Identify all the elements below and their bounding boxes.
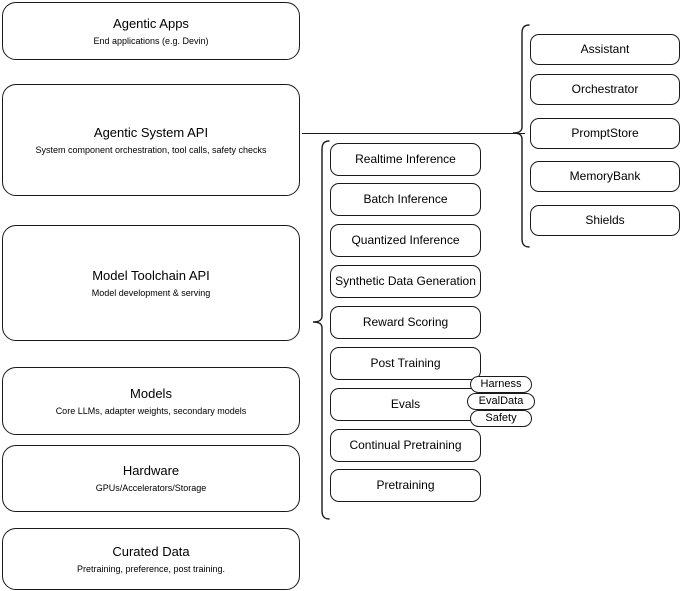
layer-agentic-apps[interactable]: Agentic Apps End applications (e.g. Devi… [2,2,300,60]
badge-evaldata[interactable]: EvalData [467,393,535,410]
node-label: Post Training [370,356,441,370]
brace-toolchain-components [312,138,330,522]
layer-model-toolchain-api[interactable]: Model Toolchain API Model development & … [2,225,300,341]
node-synthetic-data-generation[interactable]: Synthetic Data Generation [330,265,481,298]
node-label: Orchestrator [571,82,639,96]
layer-title: Hardware [122,463,180,478]
node-reward-scoring[interactable]: Reward Scoring [330,306,481,339]
node-label: Synthetic Data Generation [335,274,476,288]
node-label: Continual Pretraining [349,438,462,452]
layer-title: Curated Data [112,543,190,559]
node-shields[interactable]: Shields [530,205,680,236]
brace-system-components [512,22,530,250]
node-quantized-inference[interactable]: Quantized Inference [330,224,481,257]
node-realtime-inference[interactable]: Realtime Inference [330,143,481,176]
layer-subtitle: GPUs/Accelerators/Storage [95,483,207,493]
badge-label: Safety [485,412,517,424]
badge-label: Harness [480,378,522,390]
node-label: PromptStore [571,126,639,140]
node-label: Realtime Inference [355,152,456,166]
layer-hardware[interactable]: Hardware GPUs/Accelerators/Storage [2,445,300,512]
node-promptstore[interactable]: PromptStore [530,118,680,149]
connector-system-api-to-components [302,133,525,134]
badge-label: EvalData [478,395,524,407]
node-label: Reward Scoring [362,315,449,329]
node-label: Batch Inference [363,192,448,206]
layer-subtitle: Pretraining, preference, post training. [76,563,226,574]
layer-subtitle: System component orchestration, tool cal… [35,144,267,155]
layer-subtitle: Core LLMs, adapter weights, secondary mo… [55,405,247,416]
badge-safety[interactable]: Safety [470,410,532,427]
badge-harness[interactable]: Harness [470,376,532,393]
node-label: Quantized Inference [351,233,460,247]
node-continual-pretraining[interactable]: Continual Pretraining [330,429,481,462]
node-label: Pretraining [376,478,435,492]
layer-title: Models [130,385,172,401]
node-label: MemoryBank [569,169,641,183]
node-assistant[interactable]: Assistant [530,34,680,65]
layer-curated-data[interactable]: Curated Data Pretraining, preference, po… [2,528,300,590]
node-orchestrator[interactable]: Orchestrator [530,74,680,105]
node-evals[interactable]: Evals [330,388,481,421]
layer-subtitle: End applications (e.g. Devin) [93,35,209,46]
node-batch-inference[interactable]: Batch Inference [330,183,481,216]
layer-title: Agentic Apps [113,15,189,31]
node-label: Shields [585,213,625,227]
layer-models[interactable]: Models Core LLMs, adapter weights, secon… [2,367,300,435]
layer-subtitle: Model development & serving [91,287,211,298]
layer-title: Model Toolchain API [92,267,210,283]
node-post-training[interactable]: Post Training [330,347,481,380]
node-memorybank[interactable]: MemoryBank [530,161,680,192]
node-label: Assistant [580,42,630,56]
node-label: Evals [390,397,421,411]
layer-agentic-system-api[interactable]: Agentic System API System component orch… [2,84,300,196]
layer-title: Agentic System API [93,124,209,140]
node-pretraining[interactable]: Pretraining [330,469,481,502]
